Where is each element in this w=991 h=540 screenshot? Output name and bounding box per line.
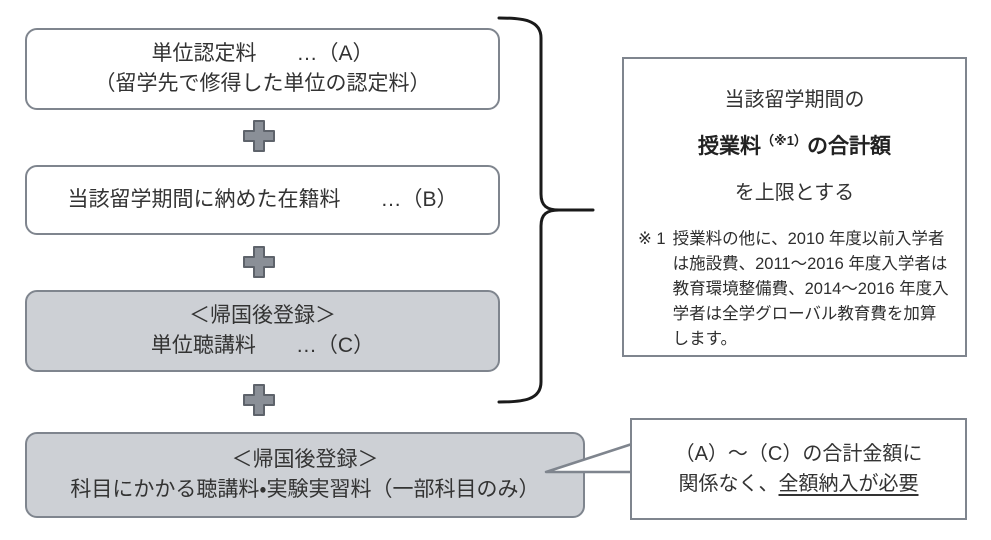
fee-box-d-line2: 科目にかかる聴講料・実験実習料（一部科目のみ） [70, 478, 540, 501]
cap-amount-callout: 当該留学期間の 授業料（※1）の合計額 を上限とする ※ 1 授業料の他に、20… [622, 57, 967, 357]
footnote-text: 授業料の他に、2010 年度以前入学者は施設費、2011〜2016 年度入学者は… [672, 230, 949, 349]
fee-box-a-line2: （留学先で修得した単位の認定料） [94, 72, 431, 95]
fee-box-c: ＜帰国後登録＞ 単位聴講料…（C） [25, 290, 500, 372]
fee-box-c-line2: 単位聴講料…（C） [150, 334, 375, 357]
full-payment-callout: （A）〜（C）の合計金額に 関係なく、全額納入が必要 [630, 418, 967, 520]
full-payment-line2: 関係なく、全額納入が必要 [678, 473, 919, 495]
fee-box-c-line1: ＜帰国後登録＞ [189, 303, 336, 327]
fee-box-d: ＜帰国後登録＞ 科目にかかる聴講料・実験実習料（一部科目のみ） [25, 432, 585, 518]
fee-box-d-line1: ＜帰国後登録＞ [231, 447, 379, 471]
cap-callout-line2: 授業料（※1）の合計額 [698, 133, 891, 158]
fee-box-a: 単位認定料…（A） （留学先で修得した単位の認定料） [25, 28, 500, 110]
plus-icon [242, 119, 276, 153]
fee-box-b-line1: 当該留学期間に納めた在籍料…（B） [67, 187, 458, 211]
grouping-brace-icon [497, 14, 601, 406]
footnote-1: ※ 1 授業料の他に、2010 年度以前入学者は施設費、2011〜2016 年度… [638, 227, 951, 352]
plus-icon [242, 245, 276, 279]
fee-box-b: 当該留学期間に納めた在籍料…（B） [25, 165, 500, 235]
plus-icon [242, 383, 276, 417]
fee-box-a-line1: 単位認定料…（A） [151, 41, 374, 65]
cap-callout-line1: 当該留学期間の [724, 89, 865, 111]
full-payment-line1: （A）〜（C）の合計金額に [674, 443, 923, 465]
full-payment-emphasis: 全額納入が必要 [778, 473, 919, 495]
callout-tail-icon [536, 414, 644, 490]
cap-callout-line3: を上限とする [734, 182, 855, 204]
footnote-marker: ※ 1 [638, 230, 666, 248]
